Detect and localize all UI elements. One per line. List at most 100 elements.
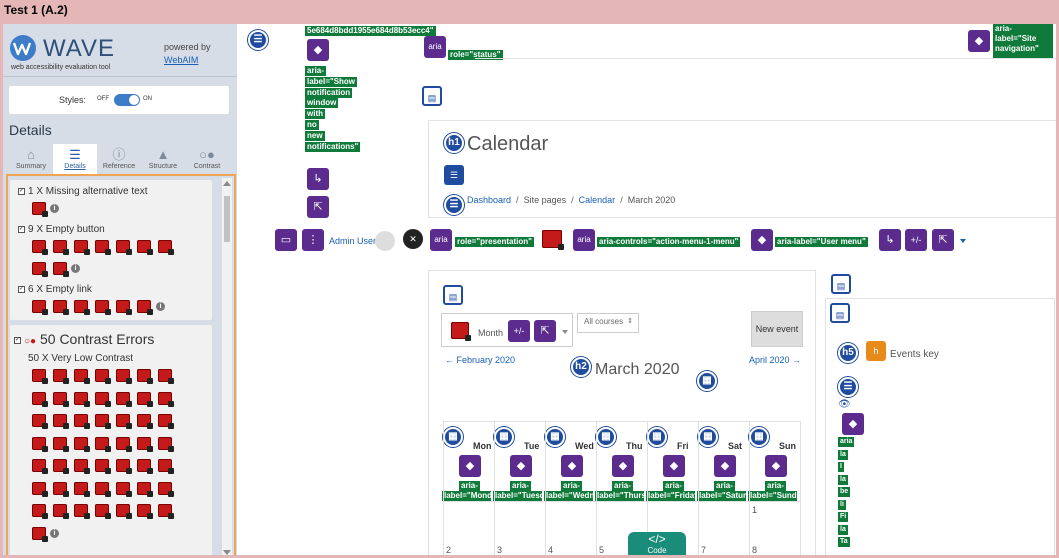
breadcrumb-dashboard[interactable]: Dashboard bbox=[467, 195, 512, 205]
info-icon[interactable]: i bbox=[156, 302, 165, 311]
contrast-error-icon[interactable] bbox=[158, 504, 174, 519]
contrast-error-icon[interactable] bbox=[32, 436, 48, 452]
contrast-error-icon[interactable] bbox=[53, 414, 69, 429]
tab-contrast[interactable]: ○● Contrast bbox=[185, 144, 229, 174]
contrast-error-icon[interactable] bbox=[116, 369, 132, 384]
chevron-down-icon[interactable] bbox=[562, 330, 568, 334]
table-header-icon[interactable]: ▦ bbox=[443, 427, 463, 447]
new-event-button[interactable]: New event bbox=[751, 311, 803, 347]
contrast-error-icon[interactable] bbox=[32, 391, 48, 407]
landmark-icon[interactable]: ▤ bbox=[443, 285, 463, 305]
styles-toggle[interactable] bbox=[114, 94, 140, 106]
list-icon[interactable]: ☰ bbox=[444, 195, 464, 215]
empty-button-error-icon[interactable] bbox=[116, 240, 132, 255]
contrast-error-icon[interactable] bbox=[116, 391, 132, 407]
view-selector[interactable]: Month +/- ⇱ bbox=[441, 313, 573, 347]
contrast-error-icon[interactable] bbox=[137, 481, 153, 497]
aria-label-tag-icon[interactable]: ◆ bbox=[663, 455, 685, 477]
contrast-error-icon[interactable] bbox=[116, 504, 132, 519]
contrast-error-icon[interactable] bbox=[95, 459, 111, 474]
contrast-error-icon[interactable] bbox=[158, 369, 174, 384]
contrast-error-icon[interactable] bbox=[95, 436, 111, 452]
contrast-error-icon[interactable] bbox=[53, 369, 69, 384]
contrast-error-icon[interactable] bbox=[158, 481, 174, 497]
calendar-day-cell[interactable]: 8 bbox=[752, 545, 758, 555]
heading-h1-icon[interactable]: h1 bbox=[444, 133, 464, 153]
aria-label-tag-icon[interactable]: ◆ bbox=[765, 455, 787, 477]
contrast-error-icon[interactable] bbox=[53, 391, 69, 407]
contrast-error-icon[interactable] bbox=[32, 459, 48, 474]
contrast-error-icon[interactable] bbox=[158, 459, 174, 474]
contrast-error-icon[interactable] bbox=[74, 414, 90, 429]
breadcrumb-calendar[interactable]: Calendar bbox=[578, 195, 616, 205]
tabindex-icon[interactable]: ⋮ bbox=[302, 229, 324, 251]
code-button[interactable]: </> Code bbox=[628, 532, 686, 555]
error-missing-alt[interactable]: ✓1 X Missing alternative text bbox=[18, 186, 148, 197]
arrow-right-icon[interactable]: ↳ bbox=[879, 229, 901, 251]
list-icon[interactable]: ☰ bbox=[444, 165, 464, 185]
table-icon[interactable]: ▦ bbox=[697, 371, 717, 391]
contrast-error-icon[interactable] bbox=[53, 504, 69, 519]
avatar[interactable] bbox=[375, 231, 395, 251]
info-icon[interactable]: i bbox=[71, 264, 80, 273]
calendar-day-cell[interactable]: 4 bbox=[548, 545, 554, 555]
scroll-down-arrow[interactable] bbox=[223, 550, 231, 555]
missing-label-error-icon[interactable] bbox=[451, 322, 471, 341]
empty-button-error-icon[interactable] bbox=[32, 262, 48, 277]
empty-button-error-icon[interactable] bbox=[137, 240, 153, 255]
contrast-error-icon[interactable] bbox=[137, 391, 153, 407]
aria-label-tag-icon[interactable]: ◆ bbox=[459, 455, 481, 477]
contrast-error-icon[interactable] bbox=[32, 369, 48, 384]
landmark-icon[interactable]: ▤ bbox=[422, 86, 442, 106]
contrast-error-icon[interactable] bbox=[95, 481, 111, 497]
missing-alt-error-icon[interactable] bbox=[542, 230, 564, 250]
empty-link-error-icon[interactable] bbox=[32, 300, 48, 315]
table-header-icon[interactable]: ▦ bbox=[698, 427, 718, 447]
list-icon[interactable]: ☰ bbox=[248, 30, 268, 50]
contrast-error-icon[interactable] bbox=[32, 504, 48, 519]
error-empty-link[interactable]: ✓6 X Empty link bbox=[18, 284, 92, 295]
empty-button-error-icon[interactable] bbox=[53, 240, 69, 255]
contrast-error-icon[interactable] bbox=[137, 459, 153, 474]
checkbox[interactable]: ✓ bbox=[18, 225, 25, 233]
contrast-error-icon[interactable] bbox=[74, 481, 90, 497]
table-header-icon[interactable]: ▦ bbox=[596, 427, 616, 447]
tab-summary[interactable]: ⌂ Summary bbox=[9, 144, 53, 174]
aria-icon[interactable]: aria bbox=[573, 229, 595, 251]
calendar-day-cell[interactable]: 2 bbox=[446, 545, 452, 555]
contrast-error-icon[interactable] bbox=[116, 481, 132, 497]
aria-label-tag-icon[interactable]: ◆ bbox=[751, 229, 773, 251]
checkbox[interactable]: ✓ bbox=[18, 285, 25, 293]
aria-icon[interactable]: aria bbox=[430, 229, 452, 251]
calendar-day-cell[interactable]: 1 bbox=[752, 505, 758, 515]
empty-button-error-icon[interactable] bbox=[53, 262, 69, 277]
button-icon[interactable]: ▭ bbox=[275, 229, 297, 251]
empty-link-error-icon[interactable] bbox=[95, 300, 111, 315]
contrast-error-icon[interactable] bbox=[74, 459, 90, 474]
contrast-error-icon[interactable] bbox=[137, 504, 153, 519]
contrast-error-icon[interactable] bbox=[53, 436, 69, 452]
contrast-error-icon[interactable] bbox=[95, 504, 111, 519]
contrast-error-icon[interactable] bbox=[32, 414, 48, 429]
empty-link-error-icon[interactable] bbox=[74, 300, 90, 315]
dropdown-icon[interactable]: ⇱ bbox=[534, 320, 556, 342]
aria-icon[interactable]: aria bbox=[424, 36, 446, 58]
empty-button-icon[interactable]: ✕ bbox=[403, 229, 423, 249]
courses-select[interactable]: All courses ⇕ bbox=[577, 313, 639, 333]
contrast-error-icon[interactable] bbox=[53, 481, 69, 497]
heading-alert-icon[interactable]: h bbox=[866, 341, 886, 361]
dropdown-icon[interactable]: ⇱ bbox=[932, 229, 954, 251]
contrast-error-icon[interactable] bbox=[158, 391, 174, 407]
empty-button-error-icon[interactable] bbox=[74, 240, 90, 255]
next-month-link[interactable]: April 2020 → bbox=[749, 355, 802, 365]
list-icon[interactable]: ☰ bbox=[838, 377, 858, 397]
empty-link-error-icon[interactable] bbox=[116, 300, 132, 315]
empty-button-error-icon[interactable] bbox=[95, 240, 111, 255]
contrast-error-icon[interactable] bbox=[32, 526, 48, 542]
contrast-error-icon[interactable] bbox=[74, 391, 90, 407]
aria-label-tag-icon[interactable]: ◆ bbox=[307, 39, 329, 61]
details-scrollbar[interactable] bbox=[222, 178, 232, 555]
scroll-thumb[interactable] bbox=[224, 196, 230, 242]
tab-details[interactable]: ☰ Details bbox=[53, 144, 97, 174]
contrast-error-icon[interactable] bbox=[53, 459, 69, 474]
